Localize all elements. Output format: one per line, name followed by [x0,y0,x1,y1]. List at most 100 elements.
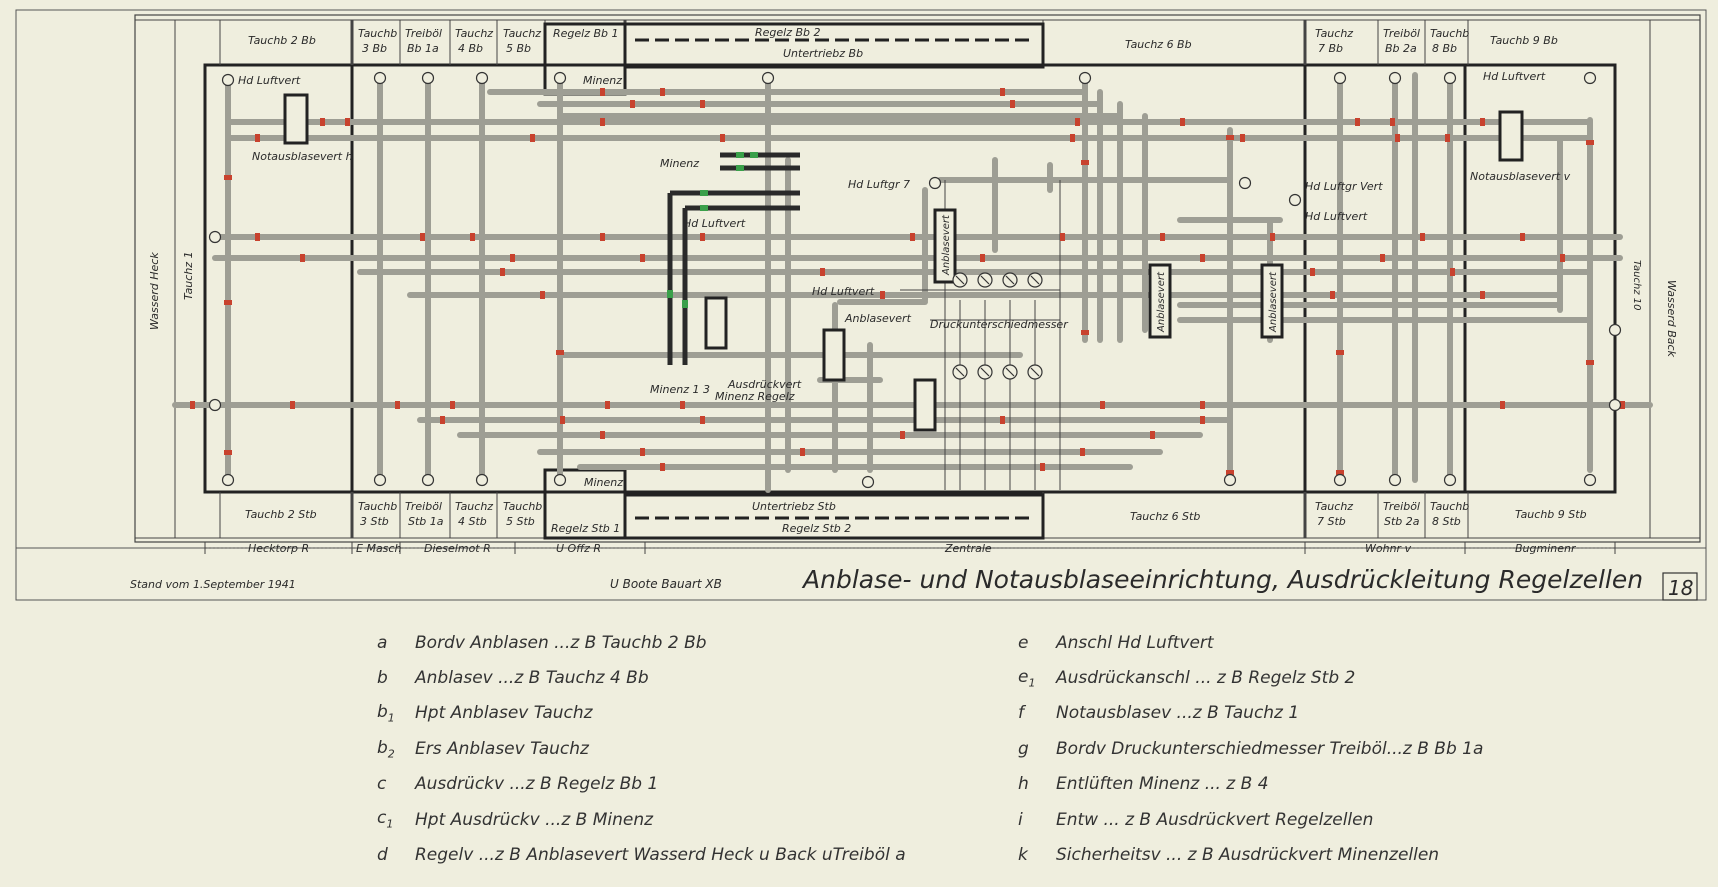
flange-marker [1150,431,1155,439]
flange-marker [224,300,232,305]
top-tauchz-7-label: Tauchz [1315,27,1353,40]
legend-key: k [1018,845,1056,865]
top-tauchb-2-bb: Tauchb 2 Bb [248,34,316,47]
top-tauchz-4-label: Tauchz [455,27,493,40]
flange-marker [1070,134,1075,142]
bottom-treiboel-1a-label: Treiböl [405,500,442,513]
bottom-treiboel-1a-side: Stb 1a [408,515,444,528]
side-wasserd-heck: Wasserd Heck [148,252,161,330]
regelz-bb2-box [623,22,1045,69]
valve [373,71,387,85]
legend-key: b2 [377,738,415,760]
flange-marker [440,416,445,424]
flange-marker [1200,416,1205,424]
legend-key-letter: h [1018,774,1029,795]
valve [1223,473,1237,487]
legend-text: Ausdrückanschl ... z B Regelz Stb 2 [1056,668,1356,689]
flange-marker [680,401,685,409]
valve [373,473,387,487]
flange-marker [900,431,905,439]
flange-marker [1000,416,1005,424]
legend-key-letter: k [1018,845,1028,866]
label-hd-luftvert-v: Hd Luftvert [1483,70,1546,83]
valve [861,475,875,489]
section-labels: Hecktorp R E Masch Dieselmot R U Offz R … [248,542,1577,555]
flange-marker [1336,470,1344,475]
valve [208,398,222,412]
valve [1583,473,1597,487]
label-anblasevert-center: Anblasevert [941,214,952,276]
valve [1238,176,1252,190]
flange-marker [510,254,515,262]
flange-marker [720,134,725,142]
flange-marker [1395,134,1400,142]
legend-text: Hpt Anblasev Tauchz [415,703,593,724]
regelz-stb2-box [623,493,1045,540]
section-emasch: E Masch [356,542,401,555]
flange-marker [1586,140,1594,145]
legend-key: b [377,668,415,688]
flange-marker [700,100,705,108]
section-uoffz: U Offz R [556,542,601,555]
sheet-title: Anblase- und Notausblaseeinrichtung, Aus… [801,565,1643,594]
flange-marker [1270,233,1275,241]
valve [221,73,235,87]
legend-key-letter: b [377,737,388,758]
flange-marker [605,401,610,409]
legend-key: h [1018,774,1056,794]
flange-marker [1200,401,1205,409]
label-minenz-bb: Minenz [583,74,622,87]
section-bugminenr: Bugminenr [1515,542,1577,555]
flange-marker [980,254,985,262]
date-note: Stand vom 1.September 1941 [130,578,296,591]
top-treiboel-2a-side: Bb 2a [1385,42,1417,55]
flange-marker [1100,401,1105,409]
distributor-anblasevert-center [933,208,957,284]
gauge-needle [955,367,965,377]
legend-key: i [1018,810,1056,830]
flange-marker [450,401,455,409]
legend-key-letter: e [1018,666,1029,687]
bottom-tauchz-7-side: 7 Stb [1317,515,1346,528]
bottom-treiboel-2a-label: Treiböl [1383,500,1420,513]
distributor-anblasevert-right1 [1148,263,1172,339]
flange-marker [1480,291,1485,299]
flange-marker [1480,118,1485,126]
valve [1388,473,1402,487]
legend-text: Notausblasev ...z B Tauchz 1 [1056,703,1300,724]
flange-marker [500,268,505,276]
top-tauchz-5-label: Tauchz [503,27,541,40]
flange-marker [600,431,605,439]
flange-marker [630,100,635,108]
legend-key-letter: a [377,632,388,653]
flange-marker [700,233,705,241]
pressure-hull [203,63,1617,494]
side-wasserd-back: Wasserd Back [1665,280,1678,358]
legend-key-letter: c [377,808,387,829]
flange-marker [1620,401,1625,409]
flange-marker [1060,233,1065,241]
legend-key-letter: d [377,845,388,866]
label-hd-luftgr-7: Hd Luftgr 7 [848,178,910,191]
section-dimension [204,542,1616,554]
flange-marker [640,448,645,456]
flange-marker [1586,360,1594,365]
label-anblasevert-right2: Anblasevert [1268,271,1279,333]
legend-key-letter: c [377,774,387,795]
legend-key: c1 [377,808,415,830]
bulkheads [350,65,1467,492]
flange-marker [1450,268,1455,276]
side-tauchz-10: Tauchz 10 [1631,260,1642,311]
valve [553,473,567,487]
top-regelz-bb-2: Regelz Bb 2 [755,26,821,39]
piping-diagram: Tauchb 2 Bb Tauchb 3 Bb Treiböl Bb 1a Ta… [15,9,1707,601]
flange-marker [1040,463,1045,471]
flange-marker [1226,470,1234,475]
plate-number: 18 [1668,576,1693,600]
legend-text: Ausdrückv ...z B Regelz Bb 1 [415,774,659,795]
